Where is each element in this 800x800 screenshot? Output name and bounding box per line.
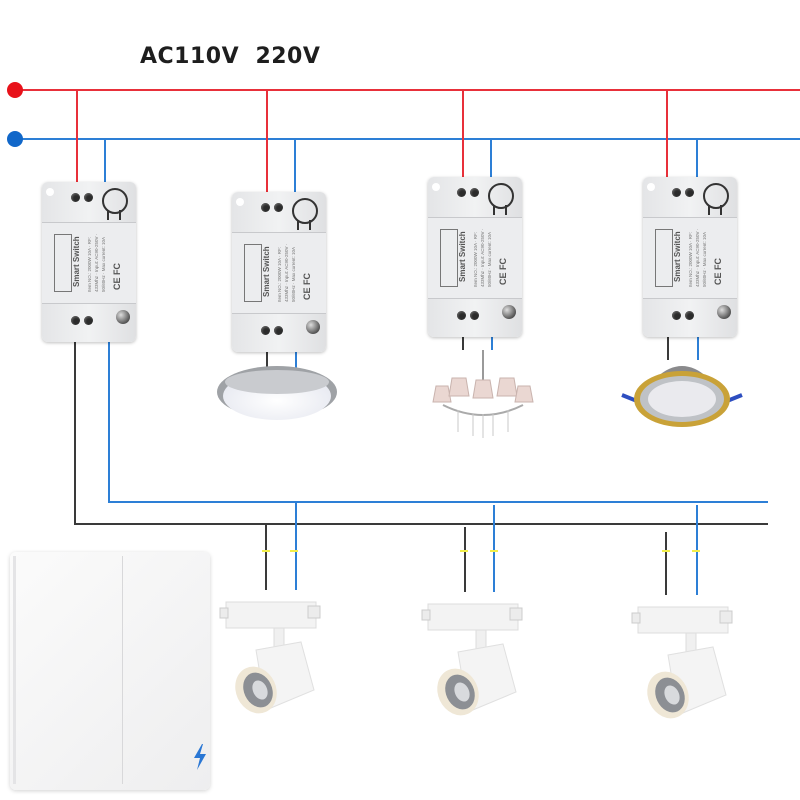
neutral-terminal-dot (7, 131, 23, 147)
pairing-button (116, 310, 130, 324)
track-spotlight-1-icon (219, 601, 321, 714)
module-marks: CE FC (112, 263, 122, 290)
module-brand: Smart Switch (72, 236, 81, 288)
smart-switch-module-4: Smart Switch Item NO.: 2000W 10A · RF: 4… (643, 177, 737, 337)
module-marks: CE FC (713, 258, 723, 285)
warning-icon (54, 234, 72, 292)
diagram-title: AC110V 220V (140, 44, 321, 69)
track-spotlight-3-icon (631, 606, 733, 719)
module-brand: Smart Switch (458, 231, 467, 283)
module-marks: CE FC (498, 258, 508, 285)
warning-icon (440, 229, 458, 287)
left-gang-button[interactable] (16, 556, 122, 784)
smart-switch-module-1: Smart Switch Item NO.: 2000W 10A · RF: 4… (42, 182, 136, 342)
pairing-button (717, 305, 731, 319)
lightning-bolt-icon (194, 744, 206, 770)
ceiling-light-icon (217, 366, 337, 420)
module-brand: Smart Switch (673, 231, 682, 283)
chandelier-icon (432, 350, 534, 438)
pairing-button (502, 305, 516, 319)
smart-switch-module-3: Smart Switch Item NO.: 2000W 10A · RF: 4… (428, 177, 522, 337)
live-terminal-dot (7, 82, 23, 98)
track-spotlight-2-icon (421, 603, 523, 716)
neutral-output-1 (108, 340, 768, 503)
warning-icon (244, 244, 262, 302)
module-spec: Item NO.: 2000W 10A · RF: 433Mhz · Input… (87, 233, 106, 292)
module-spec: Item NO.: 2000W 10A · RF: 433Mhz · Input… (277, 243, 296, 302)
module-spec: Item NO.: 2000W 10A · RF: 433Mhz · Input… (688, 228, 707, 287)
smart-switch-module-2: Smart Switch Item NO.: 2000W 10A · RF: 4… (232, 192, 326, 352)
gang-divider (122, 556, 123, 784)
module-marks: CE FC (302, 273, 312, 300)
module-brand: Smart Switch (262, 246, 271, 298)
warning-icon (655, 229, 673, 287)
switched-output-1 (74, 340, 768, 525)
module-spec: Item NO.: 2000W 10A · RF: 433Mhz · Input… (473, 228, 492, 287)
downlight-icon (621, 366, 743, 427)
pairing-button (306, 320, 320, 334)
wall-switch-panel[interactable] (10, 552, 210, 790)
